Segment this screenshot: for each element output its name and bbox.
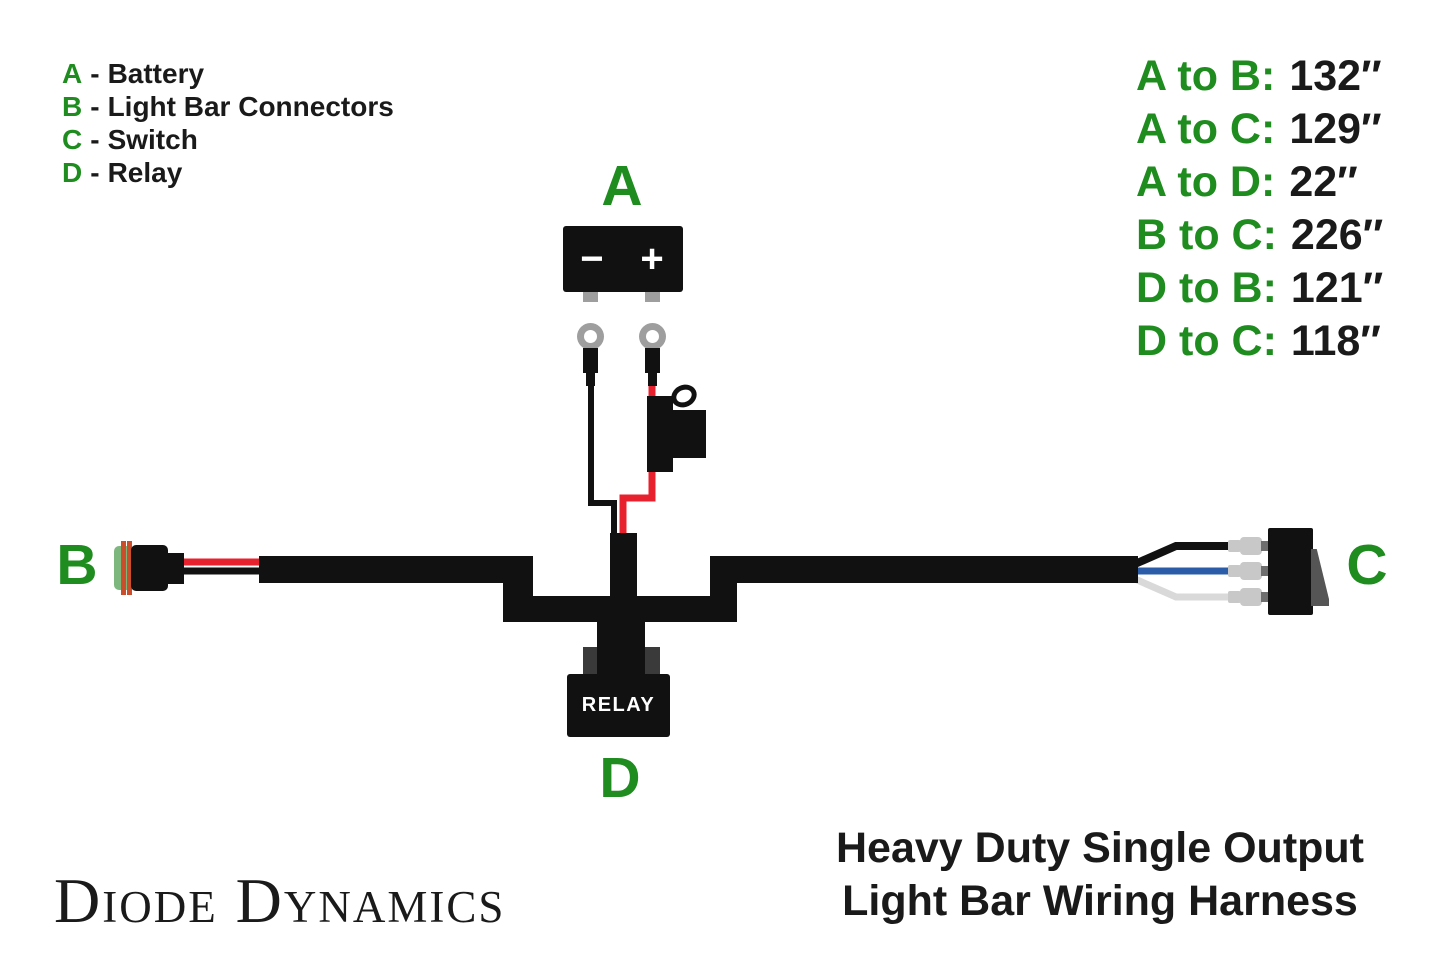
legend-separator: - — [90, 58, 100, 89]
spade-terminal-body-1 — [1240, 537, 1262, 555]
legend-separator: - — [90, 91, 100, 122]
wire-battery-positive-lower — [619, 468, 656, 545]
switch-body — [1268, 528, 1313, 615]
harness-bar-right — [710, 556, 1138, 583]
measurement-value: 118″ — [1290, 317, 1381, 365]
harness-stem-battery — [610, 533, 637, 603]
measurement-value: 226″ — [1290, 211, 1384, 259]
measurement-value: 132″ — [1289, 52, 1382, 100]
lightbar-connector-body — [131, 545, 168, 591]
legend-item-relay: D - Relay — [62, 157, 394, 190]
measurement-label: A to C: — [1136, 105, 1276, 153]
ring-terminal-hole — [646, 330, 659, 343]
measurements-list: A to B: 132″ A to C: 129″ A to D: 22″ B … — [1136, 52, 1383, 370]
legend-name: Relay — [107, 157, 183, 188]
measurement-a-d: A to D: 22″ — [1136, 158, 1383, 211]
wire-switch-black — [1133, 542, 1238, 568]
relay-box: RELAY — [567, 674, 670, 737]
measurement-label: B to C: — [1136, 211, 1277, 259]
battery-icon: − + — [563, 226, 683, 292]
spade-terminal-pin-2 — [1261, 566, 1270, 576]
product-title: Heavy Duty Single Output Light Bar Wirin… — [800, 822, 1400, 928]
ring-terminal-positive-icon — [639, 323, 666, 350]
spade-terminal-pin-3 — [1261, 592, 1270, 602]
product-title-line2: Light Bar Wiring Harness — [842, 877, 1358, 925]
spade-terminal-neck-2 — [1228, 565, 1241, 577]
label-point-c: C — [1346, 533, 1388, 597]
brand-logo: Diode Dynamics — [54, 865, 506, 936]
measurement-b-c: B to C: 226″ — [1136, 211, 1383, 264]
measurement-label: D to C: — [1136, 317, 1277, 365]
measurement-label: D to B: — [1136, 264, 1277, 312]
label-point-b: B — [56, 533, 98, 597]
terminal-sleeve-negative-tip — [586, 373, 595, 386]
spade-terminal-pin-1 — [1261, 541, 1270, 551]
legend-name: Switch — [107, 124, 198, 155]
spade-terminal-neck-3 — [1228, 591, 1241, 603]
harness-bar-left — [259, 556, 531, 583]
lightbar-connector-oring-2 — [127, 541, 132, 595]
terminal-sleeve-positive-tip — [648, 373, 657, 386]
wire-battery-negative — [588, 378, 617, 545]
label-point-d: D — [599, 746, 641, 810]
wire-switch-white — [1133, 575, 1238, 601]
fuse-holder-side — [673, 410, 706, 458]
legend-separator: - — [90, 124, 100, 155]
relay-box-label: RELAY — [581, 694, 656, 716]
legend-letter: A — [62, 58, 83, 89]
lightbar-connector-neck — [167, 553, 184, 584]
spade-terminal-body-3 — [1240, 588, 1262, 606]
measurement-a-b: A to B: 132″ — [1136, 52, 1383, 105]
legend-name: Light Bar Connectors — [107, 91, 394, 122]
terminal-sleeve-negative — [583, 348, 598, 373]
relay-tab-right — [645, 647, 660, 674]
harness-stem-relay — [597, 620, 645, 678]
legend-separator: - — [90, 157, 100, 188]
legend-item-switch: C - Switch — [62, 124, 394, 157]
legend-name: Battery — [107, 58, 205, 89]
measurement-label: A to B: — [1136, 52, 1276, 100]
legend-letter: D — [62, 157, 83, 188]
legend-item-battery: A - Battery — [62, 58, 394, 91]
battery-post-negative — [583, 292, 598, 302]
battery-negative-terminal-label: − — [580, 236, 604, 281]
product-title-line1: Heavy Duty Single Output — [835, 824, 1364, 872]
legend-letter: C — [62, 124, 83, 155]
measurement-value: 121″ — [1290, 264, 1384, 312]
ring-terminal-hole — [584, 330, 597, 343]
legend-item-lightbar: B - Light Bar Connectors — [62, 91, 394, 124]
relay-tab-left — [583, 647, 597, 674]
measurement-label: A to D: — [1136, 158, 1276, 206]
measurement-value: 129″ — [1289, 105, 1382, 153]
fuse-holder-body — [647, 396, 673, 472]
measurement-value: 22″ — [1289, 158, 1358, 206]
measurement-d-b: D to B: 121″ — [1136, 264, 1383, 317]
legend-letter: B — [62, 91, 83, 122]
legend: A - Battery B - Light Bar Connectors C -… — [62, 58, 394, 190]
lightbar-connector-oring-1 — [121, 541, 126, 595]
ring-terminal-negative-icon — [577, 323, 604, 350]
spade-terminal-body-2 — [1240, 562, 1262, 580]
terminal-sleeve-positive — [645, 348, 660, 373]
spade-terminal-neck-1 — [1228, 540, 1241, 552]
battery-positive-terminal-label: + — [640, 236, 664, 281]
battery-post-positive — [645, 292, 660, 302]
measurement-a-c: A to C: 129″ — [1136, 105, 1383, 158]
measurement-d-c: D to C: 118″ — [1136, 317, 1383, 370]
label-point-a: A — [601, 154, 643, 218]
